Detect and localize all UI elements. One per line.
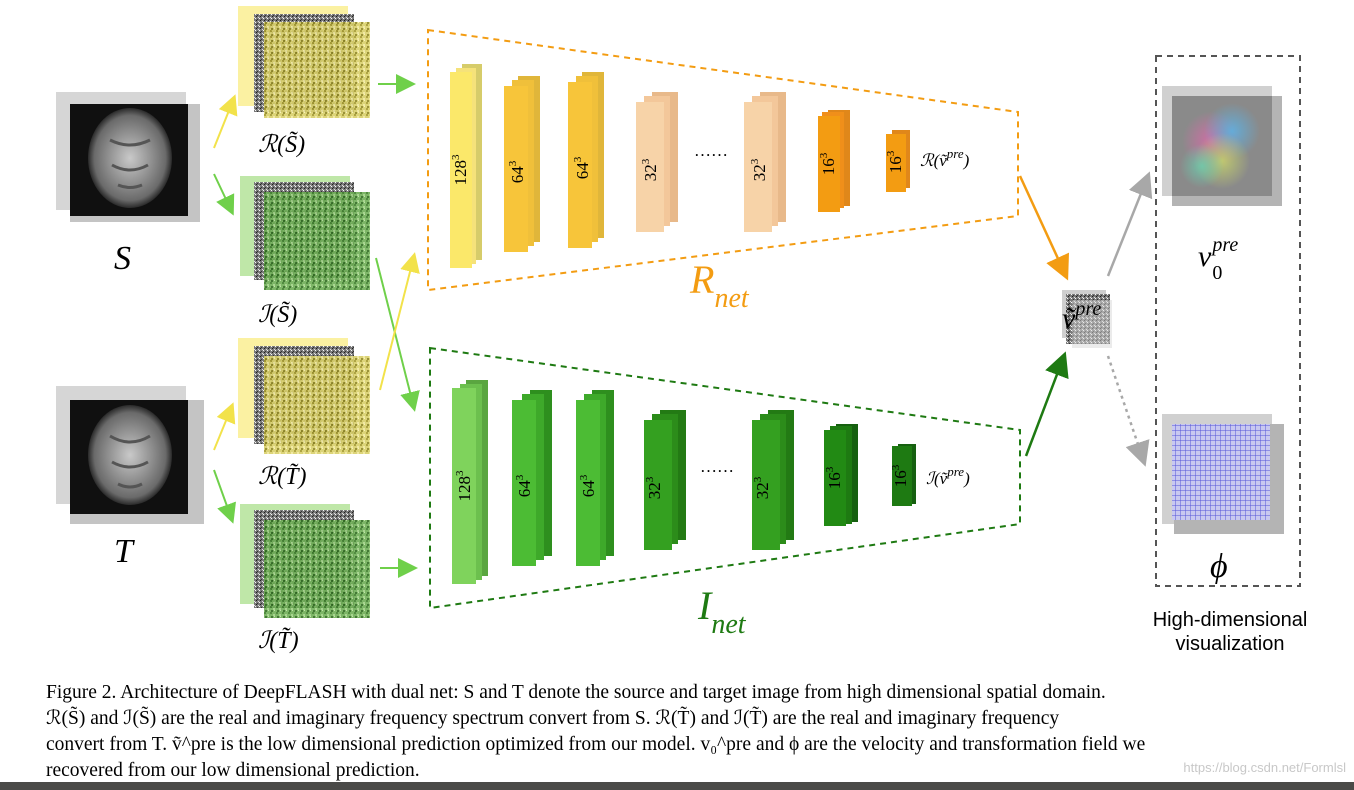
input-arrows bbox=[213, 74, 420, 578]
to-transformation-arrow bbox=[1106, 355, 1150, 467]
rnet-layer-7: 163 bbox=[885, 130, 910, 192]
velocity-symbol: v bbox=[1198, 240, 1212, 273]
inet-layer-2: 643 bbox=[512, 390, 552, 566]
bottom-bar bbox=[0, 782, 1354, 790]
prediction-label: ṽpre bbox=[1062, 298, 1102, 336]
rnet-title: Rnet bbox=[690, 256, 749, 314]
real-target-label: ℛ(T̃) bbox=[258, 464, 307, 490]
imag-target-spectrum bbox=[240, 504, 370, 618]
source-label: S bbox=[114, 240, 131, 277]
inet-layer-2-label: 643 bbox=[514, 474, 534, 497]
prediction-symbol: ṽ bbox=[1062, 302, 1076, 335]
transformation-field-image bbox=[1162, 414, 1284, 534]
rnet-layer-4: 323 bbox=[636, 92, 678, 232]
rnet-title-sub: net bbox=[714, 283, 749, 314]
inet-to-prediction-arrow bbox=[1024, 351, 1069, 457]
inet-frame bbox=[429, 346, 1021, 610]
inet-layer-3: 643 bbox=[576, 390, 614, 566]
figure-caption: Figure 2. Architecture of DeepFLASH with… bbox=[46, 680, 1326, 784]
inet-layer-1: 1283 bbox=[452, 380, 488, 584]
inet-layer-5-label: 323 bbox=[752, 476, 772, 499]
rnet-layer-3: 643 bbox=[568, 72, 604, 248]
rnet-layer-1: 1283 bbox=[450, 64, 482, 268]
watermark: https://blog.csdn.net/Formlsl bbox=[1183, 760, 1346, 775]
brain-icon bbox=[88, 405, 172, 505]
velocity-sub: 0 bbox=[1212, 262, 1223, 284]
rnet-ellipsis: …… bbox=[694, 141, 728, 160]
imag-target-label: ℐ(T̃) bbox=[258, 628, 299, 654]
caption-line-4: recovered from our low dimensional predi… bbox=[46, 760, 420, 781]
inet-ellipsis: …… bbox=[700, 457, 734, 476]
velocity-sup: pre bbox=[1212, 234, 1239, 256]
rnet-layer-2: 643 bbox=[504, 76, 540, 252]
inet-layer-7: 163 bbox=[890, 444, 916, 506]
visualization-title: High-dimensional visualization bbox=[1152, 609, 1308, 655]
rnet-layer-3-label: 643 bbox=[572, 156, 592, 179]
inet-layer-3-label: 643 bbox=[578, 474, 598, 497]
architecture-diagram: 1283 643 643 323 …… 323 bbox=[56, 6, 1301, 618]
rnet-title-main: R bbox=[690, 257, 715, 302]
rnet-layer-4-label: 323 bbox=[640, 158, 660, 181]
phi-label: ϕ bbox=[1210, 548, 1228, 585]
real-source-spectrum bbox=[238, 6, 370, 118]
inet-title-sub: net bbox=[711, 609, 746, 640]
visualization-frame bbox=[1155, 55, 1301, 587]
inet-layer-7-label: 163 bbox=[890, 464, 910, 487]
rnet-layer-7-label: 163 bbox=[885, 150, 905, 173]
to-velocity-arrow bbox=[1106, 171, 1153, 277]
rnet-layer-6: 163 bbox=[818, 110, 850, 212]
inet-layer-6: 163 bbox=[824, 424, 858, 526]
caption-line-3: convert from T. ṽ^pre is the low dimensi… bbox=[46, 734, 1146, 755]
inet-output-label: ℐ(ṽpre) bbox=[926, 464, 970, 488]
inet-layer-1-label: 1283 bbox=[454, 470, 474, 502]
inet-layer-group: 1283 643 643 323 …… 323 bbox=[452, 380, 970, 584]
target-label: T bbox=[114, 533, 133, 570]
caption-line-2: ℛ(S̃) and ℐ(S̃) are the real and imagina… bbox=[46, 708, 1060, 729]
rnet-layer-2-label: 643 bbox=[507, 160, 527, 183]
real-target-spectrum bbox=[238, 338, 370, 454]
brain-icon bbox=[88, 108, 172, 208]
imag-source-spectrum bbox=[240, 176, 370, 290]
caption-line-1: Figure 2. Architecture of DeepFLASH with… bbox=[46, 682, 1106, 703]
rnet-output-label: ℛ(ṽpre) bbox=[920, 146, 970, 170]
prediction-block bbox=[1062, 290, 1112, 348]
rnet-layer-5: 323 bbox=[744, 92, 786, 232]
rnet-layer-group: 1283 643 643 323 …… 323 bbox=[450, 64, 970, 268]
rnet-frame bbox=[427, 28, 1019, 292]
imag-source-label: ℐ(S̃) bbox=[258, 302, 298, 328]
source-image-stack bbox=[56, 92, 200, 222]
velocity-field-image bbox=[1162, 86, 1282, 206]
inet-title: Inet bbox=[698, 582, 746, 640]
rnet-layer-6-label: 163 bbox=[818, 152, 838, 175]
rnet-layer-1-label: 1283 bbox=[450, 154, 470, 186]
rnet-to-prediction-arrow bbox=[1018, 175, 1069, 281]
rnet-layer-5-label: 323 bbox=[749, 158, 769, 181]
inet-layer-6-label: 163 bbox=[824, 466, 844, 489]
prediction-sup: pre bbox=[1075, 298, 1102, 320]
target-image-stack bbox=[56, 386, 204, 524]
real-source-label: ℛ(S̃) bbox=[258, 132, 306, 158]
inet-layer-5: 323 bbox=[752, 410, 794, 550]
inet-layer-4-label: 323 bbox=[644, 476, 664, 499]
inet-layer-4: 323 bbox=[644, 410, 686, 550]
inet-title-main: I bbox=[698, 583, 712, 628]
